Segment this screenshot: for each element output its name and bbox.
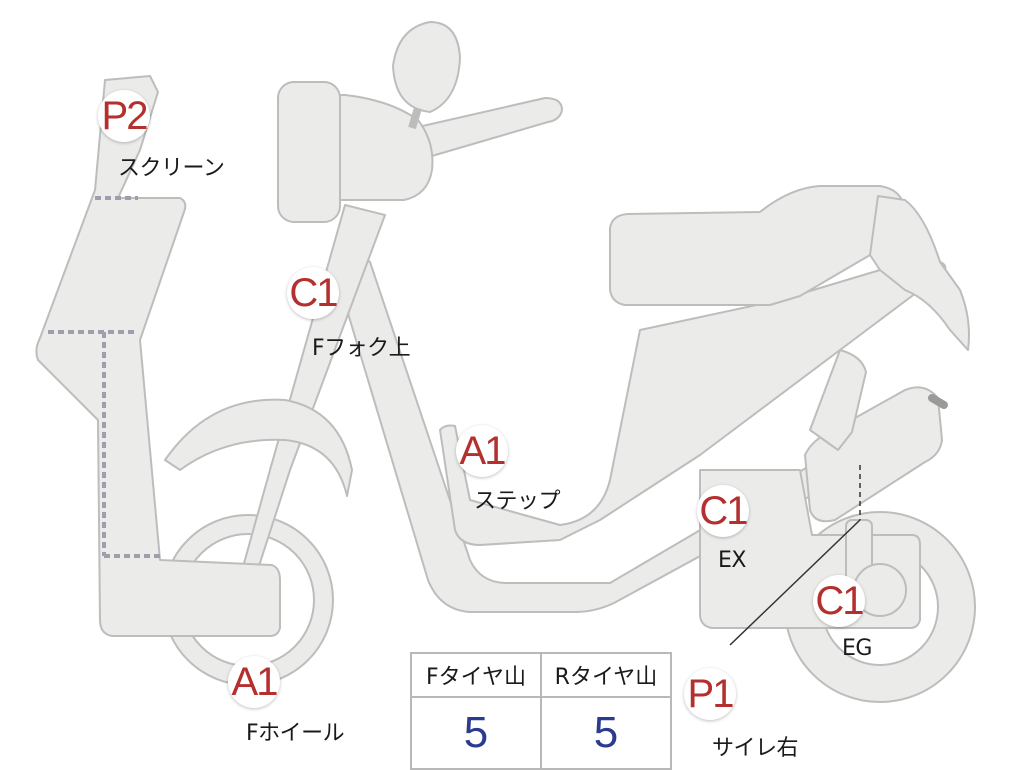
marker-silencer[interactable]: P1 xyxy=(684,668,736,720)
seat xyxy=(609,185,906,306)
label-exhaust: EX xyxy=(718,548,746,573)
front-tire-tread-value[interactable]: 5 xyxy=(410,696,542,770)
label-front-fork: Fフォク上 xyxy=(312,336,411,361)
rear-tire-tread-value[interactable]: 5 xyxy=(540,696,672,770)
rear-tire-tread-header: Rタイヤ山 xyxy=(540,652,672,698)
headlight xyxy=(277,81,341,223)
label-engine: EG xyxy=(842,636,872,661)
marker-engine[interactable]: C1 xyxy=(813,575,865,627)
marker-screen[interactable]: P2 xyxy=(98,90,150,142)
front-tire-tread-header: Fタイヤ山 xyxy=(410,652,542,698)
label-screen: スクリーン xyxy=(118,156,225,181)
mirror xyxy=(392,21,461,113)
marker-exhaust[interactable]: C1 xyxy=(697,485,749,537)
mirror-stem xyxy=(408,106,422,130)
label-silencer: サイレ右 xyxy=(712,736,799,761)
swingarm xyxy=(809,349,867,451)
handlebar xyxy=(404,97,563,159)
tail-cowl xyxy=(869,195,970,351)
marker-front-fork[interactable]: C1 xyxy=(287,267,339,319)
front-fender xyxy=(164,398,353,497)
label-step: ステップ xyxy=(474,489,561,514)
silencer-leader xyxy=(729,519,861,646)
leg-shield xyxy=(35,75,281,637)
marker-front-wheel[interactable]: A1 xyxy=(228,656,280,708)
tire-tread-table: Fタイヤ山 Rタイヤ山 5 5 xyxy=(410,652,672,770)
marker-step[interactable]: A1 xyxy=(456,425,508,477)
muffler-tip xyxy=(928,394,948,409)
label-front-wheel: Fホイール xyxy=(246,721,345,746)
